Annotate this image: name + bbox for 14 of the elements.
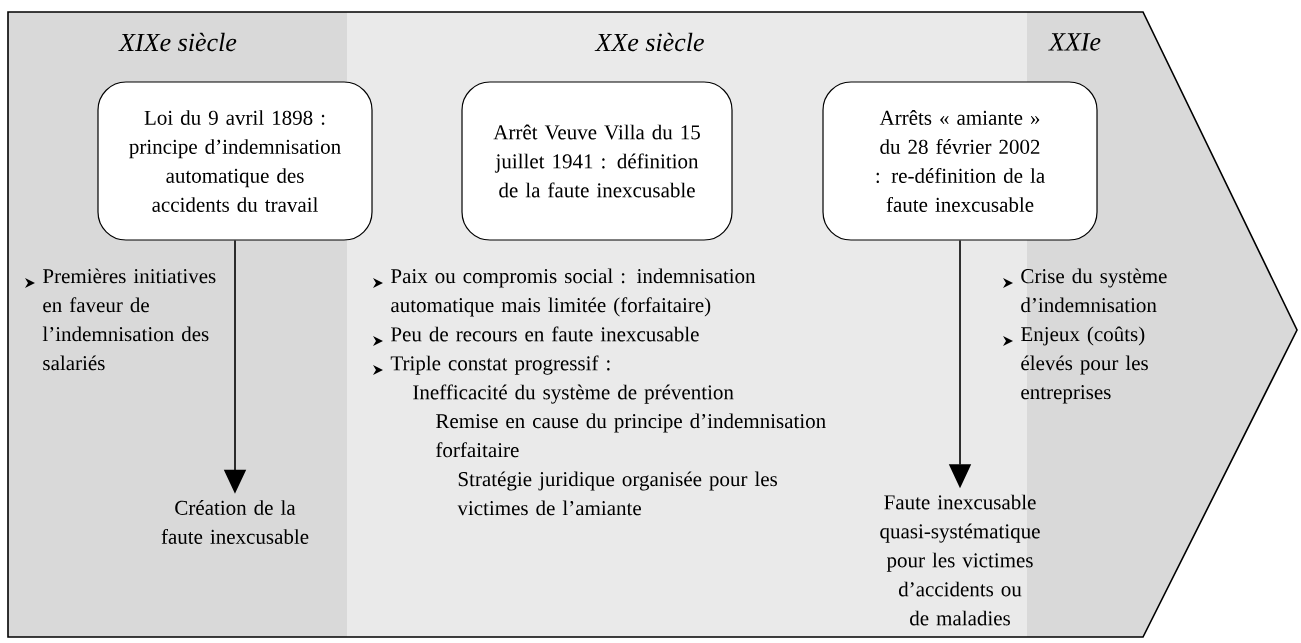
list-item: Paix ou compromis social : indemnisation automatique mais limitée (forfaitaire) (373, 268, 756, 317)
list-item: Premières initiatives en faveur de l’indemnisation des salariés (25, 268, 216, 371)
list-item: Peu de recours en faute inexcusable (373, 326, 699, 346)
list-item: Remise en cause du principe d’indemnisation forfaitaire (436, 413, 826, 458)
list-item: Triple constat progressif : (373, 355, 610, 375)
list-item: Inefficacité du système de prévention (413, 384, 734, 404)
event-box: Arrêt Veuve Villa du 15 juillet 1941 : définition de la faute inexcusable (461, 81, 733, 241)
list-item: Enjeux (coûts) élevés pour les entreprises (1003, 326, 1148, 404)
event-box: Loi du 9 avril 1898 : principe d’indemnisation automatique des accidents du travail (97, 81, 373, 241)
outcome-text: Création de la faute inexcusable (161, 500, 309, 544)
list-item: Crise du système d’indemnisation (1003, 268, 1167, 313)
outcome-text: Faute inexcusable quasi-systématique pour les victimes d’accidents ou de maladies (880, 494, 1040, 626)
list-item: Stratégie juridique organisée pour les victimes de l’amiante (457, 471, 778, 516)
event-box: Arrêts « amiante » du 28 février 2002 : re-définition de la faute inexcusable (822, 81, 1098, 241)
